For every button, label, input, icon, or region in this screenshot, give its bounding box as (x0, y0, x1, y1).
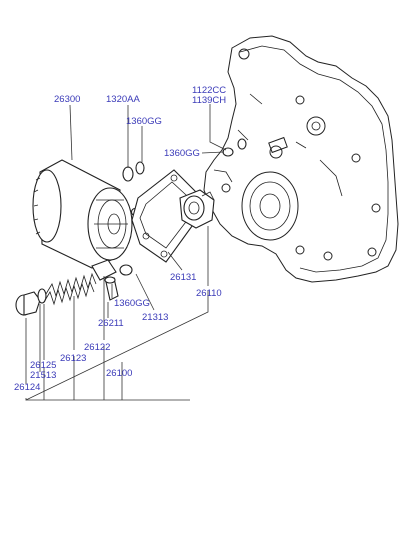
filter-bracket-part (179, 189, 215, 229)
relief-valve-parts (15, 259, 119, 316)
label-26100: 26100 (106, 368, 132, 379)
label-1320aa: 1320AA (106, 94, 140, 105)
washer-parts (119, 138, 247, 276)
label-26125: 26125 (30, 360, 56, 371)
label-26122: 26122 (84, 342, 110, 353)
oil-filter-part (32, 159, 133, 269)
label-26124: 26124 (14, 382, 40, 393)
label-26211: 26211 (98, 318, 124, 329)
label-26131: 26131 (170, 272, 196, 283)
label-21513: 21513 (30, 370, 56, 381)
engine-front-cover (203, 35, 399, 283)
label-1360gg-top: 1360GG (126, 116, 162, 127)
label-26123: 26123 (60, 353, 86, 364)
label-1139ch: 1139CH (192, 95, 226, 106)
label-1122cc: 1122CC (192, 85, 226, 96)
leader-lines (25, 104, 227, 401)
label-1360gg-lower: 1360GG (114, 298, 150, 309)
gasket-part (131, 169, 209, 263)
label-21313: 21313 (142, 312, 168, 323)
label-1360gg-engine: 1360GG (164, 148, 200, 159)
part-labels: 26300 1320AA 1360GG 1122CC 1139CH 1360GG… (14, 85, 226, 393)
label-26300: 26300 (54, 94, 80, 105)
label-26110: 26110 (196, 288, 222, 299)
